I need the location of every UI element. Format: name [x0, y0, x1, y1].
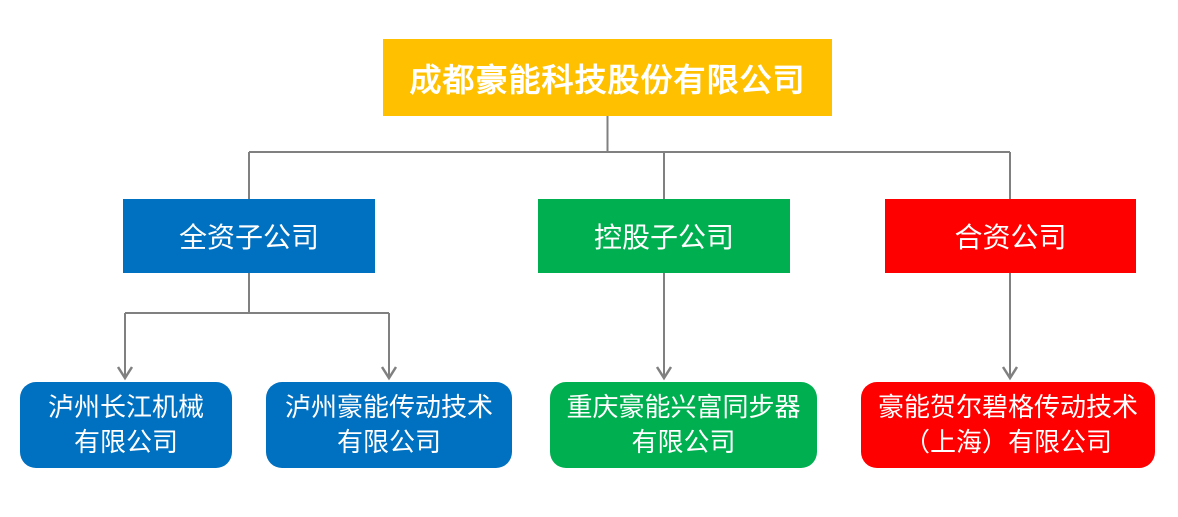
subsidiary-label: 豪能贺尔碧格传动技术 （上海）有限公司	[878, 390, 1138, 460]
category-box-wholly-owned: 全资子公司	[123, 199, 375, 273]
subsidiary-box-chongqing-xingfu: 重庆豪能兴富同步器 有限公司	[550, 382, 817, 468]
arrowhead-icon	[380, 366, 398, 381]
subsidiary-label-line1: 泸州豪能传动技术	[284, 391, 493, 422]
root-company-box: 成都豪能科技股份有限公司	[383, 39, 832, 116]
subsidiary-label: 重庆豪能兴富同步器 有限公司	[566, 390, 800, 460]
subsidiary-label-line2: 有限公司	[631, 427, 736, 457]
category-box-joint-venture: 合资公司	[885, 199, 1136, 273]
arrowhead-icon	[655, 366, 673, 381]
subsidiary-label: 泸州豪能传动技术 有限公司	[285, 390, 493, 460]
arrowhead-icon	[116, 366, 134, 381]
subsidiary-label-line2: （上海）有限公司	[903, 427, 1112, 457]
subsidiary-label-line1: 豪能贺尔碧格传动技术	[877, 391, 1138, 422]
subsidiary-label-line1: 泸州长江机械	[47, 391, 204, 422]
subsidiary-box-luzhou-haoneng: 泸州豪能传动技术 有限公司	[266, 382, 512, 468]
arrowhead-icon	[1001, 366, 1019, 381]
subsidiary-label-line2: 有限公司	[73, 427, 178, 457]
subsidiary-box-luzhou-changjiang: 泸州长江机械 有限公司	[20, 382, 232, 468]
subsidiary-label-line2: 有限公司	[336, 427, 441, 457]
subsidiary-label-line1: 重庆豪能兴富同步器	[566, 391, 801, 422]
subsidiary-label: 泸州长江机械 有限公司	[48, 390, 204, 460]
connector-path	[124, 116, 1011, 377]
root-company-label: 成都豪能科技股份有限公司	[409, 61, 806, 98]
category-label: 合资公司	[954, 222, 1067, 253]
category-box-holding: 控股子公司	[538, 199, 790, 273]
subsidiary-box-hoerbiger-shanghai: 豪能贺尔碧格传动技术 （上海）有限公司	[861, 382, 1155, 468]
category-label: 控股子公司	[593, 222, 734, 253]
category-label: 全资子公司	[178, 222, 319, 253]
